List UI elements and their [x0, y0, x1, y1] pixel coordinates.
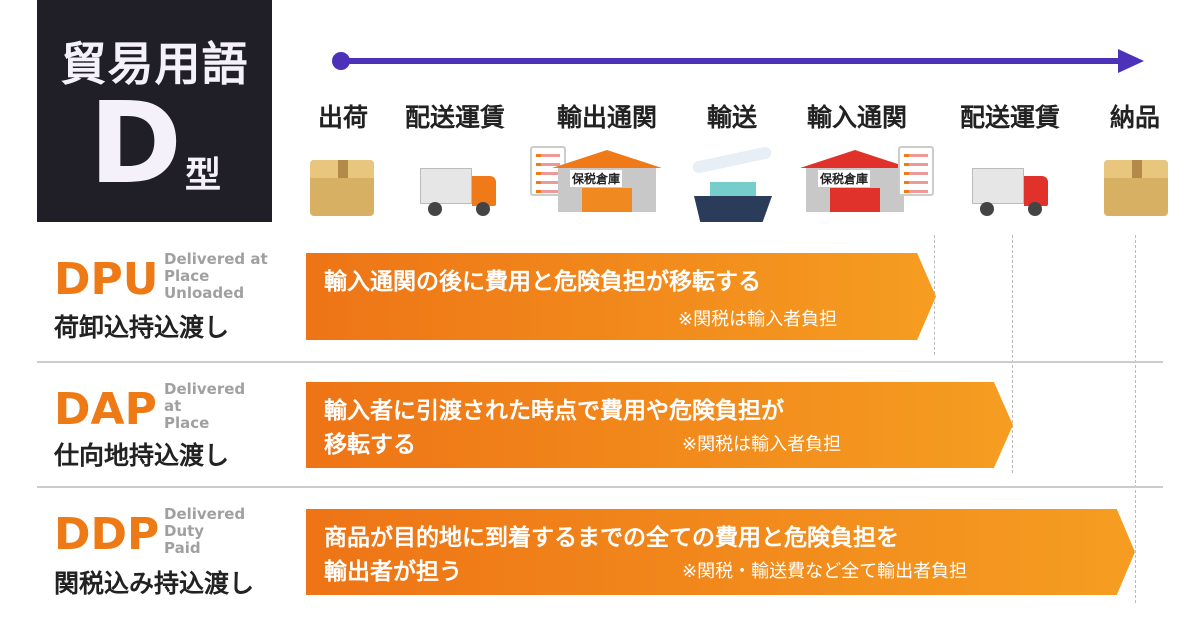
- term-note: ※関税は輸入者負担: [682, 434, 842, 455]
- timeline-start-dot: [332, 52, 350, 70]
- stage-delivery-freight-2: 配送運賃: [959, 103, 1061, 132]
- title-letter: D: [89, 79, 182, 209]
- truck-icon: [972, 168, 1050, 220]
- term-japanese: 荷卸込持込渡し: [54, 313, 230, 342]
- title-suffix: 型: [185, 155, 222, 196]
- stage-delivery-freight: 配送運賃: [404, 103, 506, 132]
- term-japanese: 仕向地持込渡し: [54, 441, 230, 470]
- row-divider: [37, 486, 1163, 488]
- term-japanese: 関税込み持込渡し: [54, 569, 255, 598]
- stage-delivered: 納品: [1109, 103, 1161, 132]
- row-divider: [37, 361, 1163, 363]
- timeline-line: [342, 58, 1122, 64]
- term-code: DAP: [54, 384, 157, 435]
- warehouse-sign: 保税倉庫: [818, 170, 871, 187]
- term-description: 輸入通関の後に費用と危険負担が移転する: [324, 269, 761, 295]
- title-text: 貿易用語: [60, 37, 249, 91]
- bonded-warehouse-icon: 保税倉庫: [552, 150, 662, 212]
- arrow-head-icon: [1118, 49, 1144, 73]
- cardboard-box-icon: [1104, 160, 1168, 216]
- checklist-icon: [898, 146, 934, 196]
- checklist-icon: [530, 146, 566, 196]
- term-code: DDP: [54, 509, 160, 560]
- dap-transfer-line: [1012, 235, 1013, 473]
- term-code: DPU: [54, 254, 159, 305]
- term-description: 輸入者に引渡された時点で費用や危険負担が移転する: [324, 398, 784, 458]
- stage-export-clearance: 輸出通関: [556, 103, 658, 132]
- plane-and-ship-icon: [688, 145, 778, 232]
- stage-shipping: 出荷: [317, 103, 369, 132]
- term-description: 商品が目的地に到着するまでの全ての費用と危険負担を輸出者が担う: [324, 525, 899, 585]
- cardboard-box-icon: [310, 160, 374, 216]
- term-note: ※関税・輸送費など全て輸出者負担: [682, 561, 968, 582]
- stage-import-clearance: 輸入通関: [806, 103, 908, 132]
- ddp-risk-bar: 商品が目的地に到着するまでの全ての費用と危険負担を輸出者が担う ※関税・輸送費な…: [306, 509, 1135, 595]
- stage-transport: 輸送: [706, 103, 758, 132]
- warehouse-sign: 保税倉庫: [570, 170, 623, 187]
- dpu-risk-bar: 輸入通関の後に費用と危険負担が移転する ※関税は輸入者負担: [306, 253, 936, 340]
- bonded-warehouse-icon: 保税倉庫: [800, 150, 910, 212]
- term-note: ※関税は輸入者負担: [678, 309, 838, 330]
- timeline-arrow: [332, 49, 1144, 73]
- truck-icon: [420, 168, 498, 220]
- dap-risk-bar: 輸入者に引渡された時点で費用や危険負担が移転する ※関税は輸入者負担: [306, 382, 1013, 468]
- ddp-transfer-line: [1135, 235, 1136, 603]
- title-box: 貿易用語 D 型: [37, 0, 272, 222]
